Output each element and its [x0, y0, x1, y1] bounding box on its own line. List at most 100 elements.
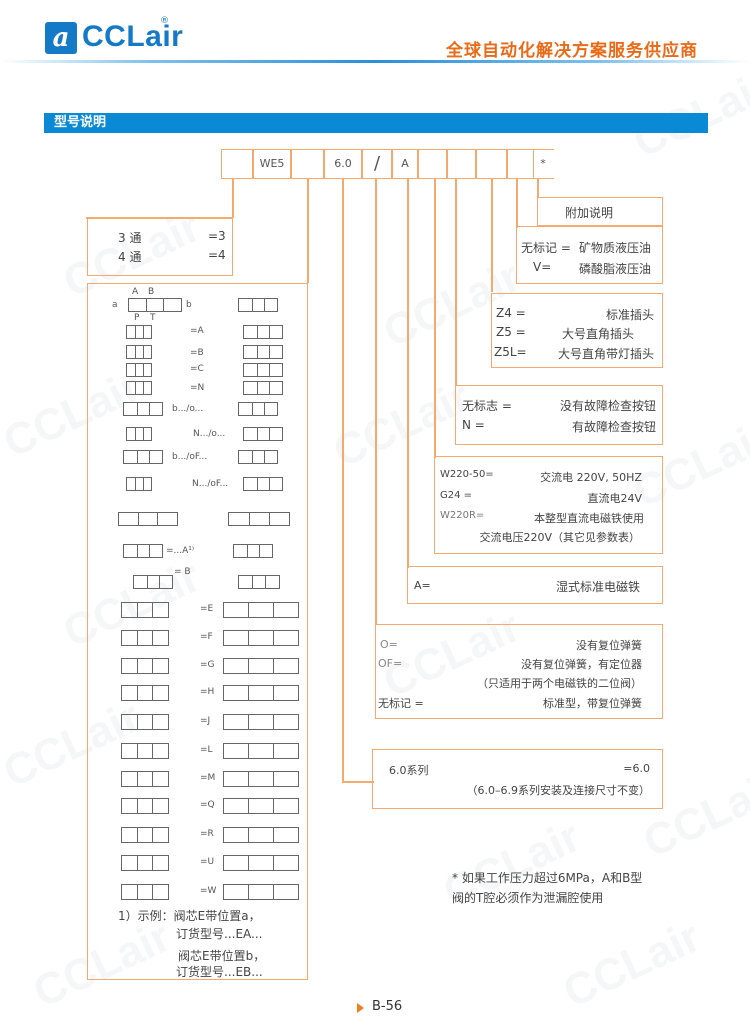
spool-symbol [243, 363, 283, 377]
spool-symbol [121, 658, 169, 674]
spool-symbol [223, 714, 299, 730]
spool-symbol [223, 884, 299, 900]
spool-symbol [126, 477, 152, 491]
header-divider [0, 60, 750, 63]
spool-label: =H [200, 687, 215, 697]
spool-label: =B [190, 348, 204, 358]
voltage-code: W220-50= [440, 469, 494, 480]
valve-symbol [228, 512, 290, 526]
spool-symbol [223, 855, 299, 871]
fluid-box: 无标记 = 矿物质液压油 V= 磷酸脂液压油 [516, 226, 663, 284]
port-label: P [134, 313, 140, 323]
code-cell-slash: / [361, 149, 393, 179]
connector-line [342, 178, 344, 782]
spool-label: =R [200, 829, 214, 839]
spool-symbol [126, 381, 152, 395]
additional-box: 附加说明 [537, 197, 663, 226]
spool-symbol [223, 630, 299, 646]
port-label: a [112, 300, 118, 310]
spool-label: =G [200, 660, 215, 670]
code-cell [417, 149, 448, 179]
spool-label: =A [190, 326, 204, 336]
voltage-code: W220R= [440, 510, 485, 521]
spool-symbol [126, 363, 152, 377]
connector-line [491, 178, 493, 292]
pressure-note: * 如果工作压力超过6MPa，A和B型 [452, 871, 643, 885]
plug-desc: 大号直角带灯插头 [557, 347, 654, 361]
additional-label: 附加说明 [565, 206, 614, 220]
spool-label: =Q [200, 800, 215, 810]
spring-box: O= 没有复位弹簧 OF= 没有复位弹簧，有定位器 （只适用于两个电磁铁的二位阀… [375, 624, 663, 719]
spool-symbol [121, 798, 169, 814]
valve-symbol [123, 450, 163, 464]
valve-symbol [118, 512, 178, 526]
spool-symbol [121, 714, 169, 730]
fluid-desc: 矿物质液压油 [579, 241, 652, 255]
spool-symbol [223, 685, 299, 701]
plug-code: Z5 = [496, 325, 526, 339]
valve-symbol [238, 450, 278, 464]
spool-symbol [223, 658, 299, 674]
spring-code: OF= [378, 657, 403, 670]
connector-line [307, 178, 309, 283]
solenoid-code: A= [414, 579, 431, 592]
footnote-text: 阀芯E带位置b， [178, 949, 266, 963]
spool-symbol [223, 602, 299, 618]
footnote-text: 1）示例：阀芯E带位置a， [118, 909, 261, 923]
spool-symbol [126, 325, 152, 339]
voltage-desc: 本整型直流电磁铁使用 [534, 512, 644, 525]
valve-symbol [238, 298, 278, 312]
page-arrow-icon [357, 1003, 364, 1013]
spool-symbol [243, 477, 283, 491]
connector-line [434, 178, 436, 458]
valve-symbol [123, 544, 163, 558]
valve-symbol [233, 544, 273, 558]
code-cell [475, 149, 508, 179]
spool-label: =W [200, 886, 217, 896]
spool-symbol [126, 427, 152, 441]
code-cell-series: 6.0 [323, 149, 363, 179]
spool-symbol [243, 427, 283, 441]
series-value: =6.0 [623, 762, 650, 775]
spool-label: =N [190, 383, 205, 393]
fluid-desc: 磷酸脂液压油 [579, 262, 652, 276]
series-code: 6.0系列 [389, 764, 429, 777]
footnote-text: 订货型号...EB... [176, 965, 263, 979]
logo-text: CCLair [82, 20, 184, 53]
spool-label: = B [174, 567, 191, 577]
section-bar [44, 113, 708, 133]
code-cell [506, 149, 534, 179]
series-box: 6.0系列 =6.0 （6.0–6.9系列安装及连接尺寸不变） [372, 749, 663, 809]
slogan: 全球自动化解决方案服务供应商 [446, 41, 698, 61]
override-code: 无标志 = [462, 399, 512, 413]
fluid-code: V= [533, 260, 552, 274]
registered-mark: ® [160, 16, 169, 26]
spool-symbol [121, 602, 169, 618]
spool-symbol [121, 743, 169, 759]
code-cell [446, 149, 477, 179]
override-desc: 有故障检查按钮 [571, 420, 656, 434]
spool-symbol [121, 855, 169, 871]
spring-code: O= [380, 638, 398, 651]
spool-symbol [121, 630, 169, 646]
spool-symbol [121, 685, 169, 701]
spool-symbol [121, 771, 169, 787]
ways-value: =4 [208, 248, 226, 262]
valve-symbol [238, 402, 278, 416]
spring-code: 无标记 = [378, 697, 424, 710]
spring-desc: 标准型，带复位弹簧 [543, 697, 642, 710]
plug-code: Z4 = [496, 306, 526, 320]
port-label: B [148, 287, 155, 297]
spool-symbol [243, 345, 283, 359]
connector-line [455, 178, 457, 386]
code-cell-asterisk: * [532, 149, 554, 179]
spring-desc: （只适用于两个电磁铁的二位阀） [477, 677, 642, 690]
spool-label: b.../oF... [172, 452, 208, 462]
spool-label: =M [200, 773, 216, 783]
watermark: CCLair [556, 911, 708, 1018]
voltage-code: G24 = [440, 490, 473, 501]
override-desc: 没有故障检查按钮 [559, 399, 656, 413]
spool-label: N.../o... [193, 429, 226, 439]
ways-code: 3 通 [118, 231, 142, 245]
valve-symbol [238, 575, 280, 589]
